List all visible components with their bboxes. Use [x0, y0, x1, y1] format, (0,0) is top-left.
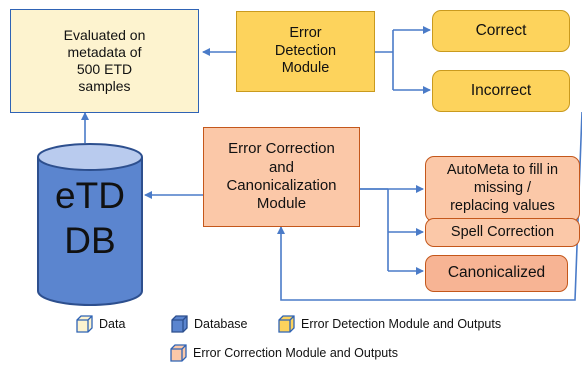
- legend-detection: Error Detection Module and Outputs: [278, 315, 501, 333]
- arrow-correction-branch: [360, 188, 389, 271]
- error-correction-label: Error Correction and Canonicalization Mo…: [226, 140, 337, 213]
- correction-cube-icon: [170, 344, 187, 362]
- canonicalized-label: Canonicalized: [447, 264, 546, 282]
- spell-correction-box: Spell Correction: [425, 218, 580, 247]
- evaluated-label: Evaluated on metadata of 500 ETD samples: [63, 26, 146, 95]
- detection-cube-icon: [278, 315, 295, 333]
- error-detection-label: Error Detection Module: [274, 24, 337, 77]
- legend-database-label: Database: [194, 317, 248, 331]
- etd-db-cylinder: eTD DB: [35, 143, 145, 308]
- error-detection-box: Error Detection Module: [236, 11, 375, 92]
- legend-data: Data: [76, 315, 125, 333]
- autometa-label: AutoMeta to fill in missing / replacing …: [446, 162, 559, 214]
- db-label: eTD DB: [35, 173, 145, 263]
- correct-label: Correct: [475, 21, 527, 39]
- data-cube-icon: [76, 315, 93, 333]
- legend-detection-label: Error Detection Module and Outputs: [301, 317, 502, 331]
- autometa-box: AutoMeta to fill in missing / replacing …: [425, 156, 580, 222]
- db-label-line1: eTD: [55, 175, 125, 216]
- legend-correction: Error Correction Module and Outputs: [170, 344, 398, 362]
- legend-correction-label: Error Correction Module and Outputs: [193, 346, 398, 360]
- legend-database: Database: [171, 315, 248, 333]
- db-label-line2: DB: [64, 220, 116, 262]
- database-icon: [37, 143, 143, 306]
- evaluated-box: Evaluated on metadata of 500 ETD samples: [10, 9, 199, 113]
- canonicalized-box: Canonicalized: [425, 255, 568, 292]
- spell-correction-label: Spell Correction: [450, 223, 555, 240]
- legend-data-label: Data: [99, 317, 126, 331]
- correct-box: Correct: [432, 10, 570, 52]
- arrow-detection-branch: [375, 30, 394, 90]
- incorrect-label: Incorrect: [470, 81, 532, 99]
- error-correction-box: Error Correction and Canonicalization Mo…: [203, 127, 360, 227]
- database-cube-icon: [171, 315, 188, 333]
- incorrect-box: Incorrect: [432, 70, 570, 112]
